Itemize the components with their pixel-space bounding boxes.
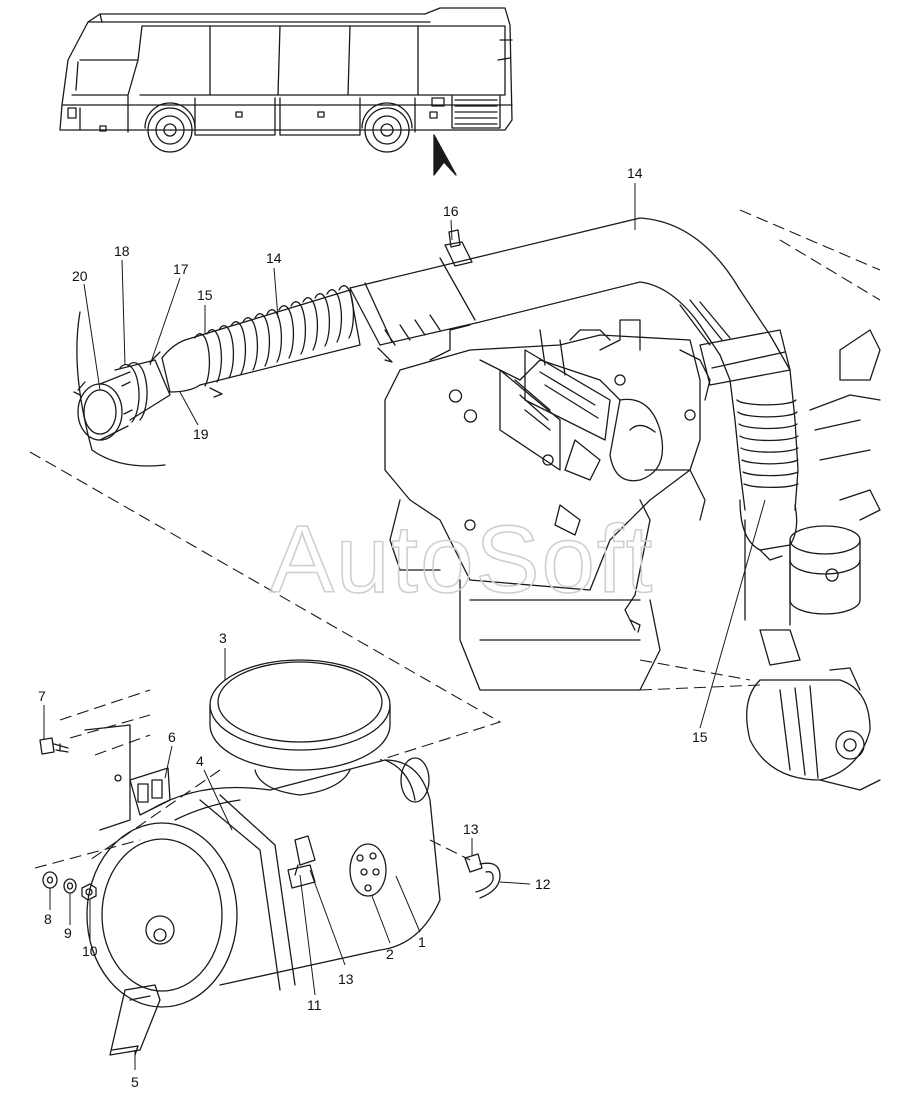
callout-19: 19 xyxy=(193,426,209,442)
callout-1: 1 xyxy=(418,934,426,950)
callout-labels: 14 16 18 17 14 15 20 19 15 3 7 6 4 13 12… xyxy=(38,165,708,1090)
bus-overview xyxy=(59,7,513,176)
right-components xyxy=(746,329,881,791)
engine xyxy=(384,319,711,691)
bellows xyxy=(161,285,361,398)
callout-6: 6 xyxy=(168,729,176,745)
leader-lines xyxy=(43,183,766,1070)
dash-dot-lines xyxy=(29,209,881,869)
intake-pipe xyxy=(349,217,771,363)
air-filter xyxy=(39,659,501,1056)
callout-7: 7 xyxy=(38,688,46,704)
callout-17: 17 xyxy=(173,261,189,277)
callout-14-top: 14 xyxy=(627,165,643,181)
pipe-end-fittings xyxy=(73,311,171,467)
callout-9: 9 xyxy=(64,925,72,941)
callout-13-right: 13 xyxy=(463,821,479,837)
callout-3: 3 xyxy=(219,630,227,646)
callout-12: 12 xyxy=(535,876,551,892)
callout-13-bottom: 13 xyxy=(338,971,354,987)
callout-14-left: 14 xyxy=(266,250,282,266)
callout-4: 4 xyxy=(196,753,204,769)
callout-18: 18 xyxy=(114,243,130,259)
callout-15-left: 15 xyxy=(197,287,213,303)
callout-15-right: 15 xyxy=(692,729,708,745)
callout-5: 5 xyxy=(131,1074,139,1090)
turbo-hose xyxy=(699,329,799,626)
watermark: AutoSoft xyxy=(270,506,654,613)
callout-8: 8 xyxy=(44,911,52,927)
callout-10: 10 xyxy=(82,943,98,959)
callout-16: 16 xyxy=(443,203,459,219)
callout-2: 2 xyxy=(386,946,394,962)
callout-11: 11 xyxy=(307,997,322,1013)
callout-20: 20 xyxy=(72,268,88,284)
